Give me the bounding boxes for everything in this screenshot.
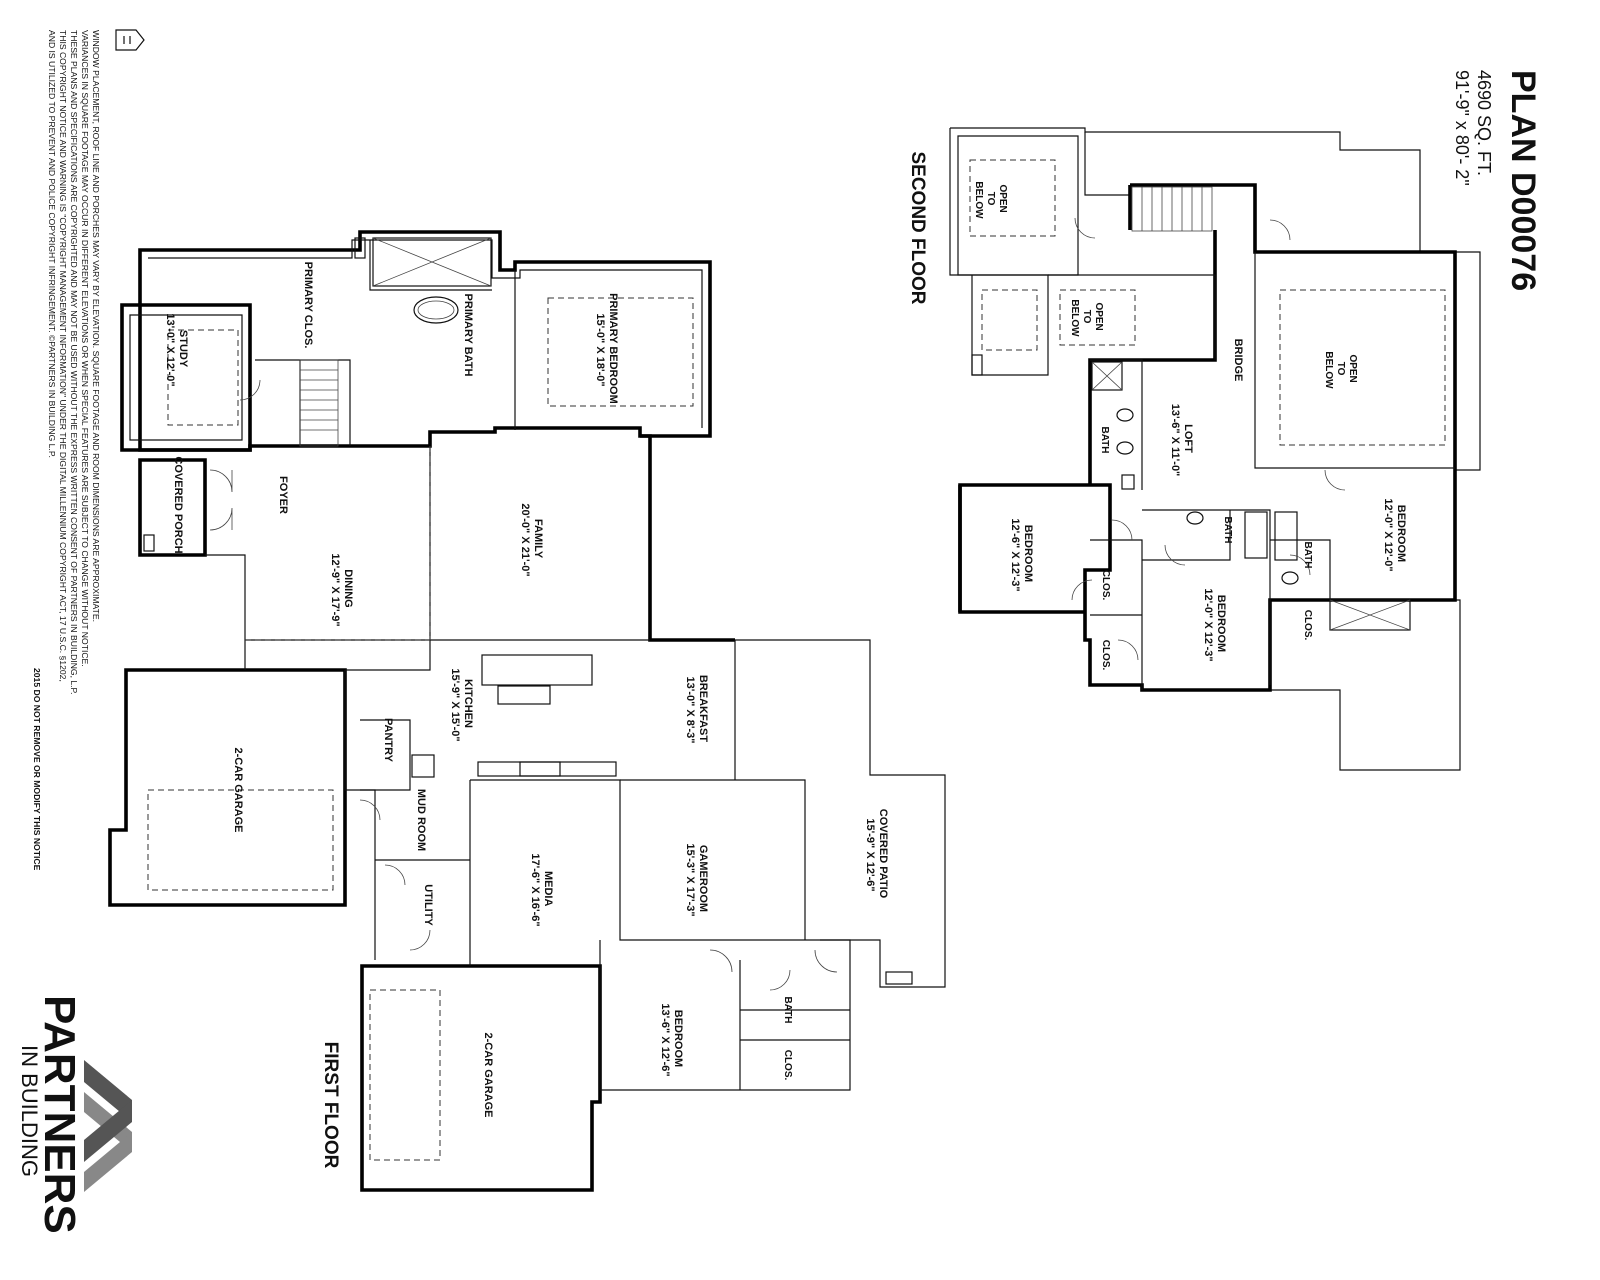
plan-title-block: PLAN D00076 4690 SQ. FT. 91'-9" x 80'- 2…	[1452, 70, 1542, 291]
room-bath-first: BATH	[782, 996, 793, 1023]
room-open-to-below-2: OPEN TO BELOW	[1069, 299, 1104, 337]
room-utility: UTILITY	[422, 884, 434, 926]
room-primary-bath: PRIMARY BATH	[462, 294, 474, 377]
notice-line-4: THIS COPYRIGHT NOTICE AND WARNING IS "CO…	[58, 30, 68, 682]
room-bath-loft: BATH	[1099, 426, 1110, 453]
second-floor-title: SECOND FLOOR	[907, 151, 928, 304]
room-closet-west-1: CLOS.	[1100, 570, 1111, 601]
room-kitchen: KITCHEN 15'-9" X 15'-0"	[449, 668, 474, 741]
second-floor-labels: OPEN TO BELOW OPEN TO BELOW OPEN TO BELO…	[907, 151, 1407, 670]
first-floor-plan	[108, 230, 946, 1192]
room-study: STUDY 13'-0" X 12'-0"	[164, 313, 189, 386]
plan-dimensions: 91'-9" x 80'- 2"	[1452, 70, 1472, 186]
room-garage-right: 2-CAR GARAGE	[482, 1033, 494, 1118]
room-gameroom: GAMEROOM 15'-3" X 17'-3"	[684, 843, 709, 916]
room-primary-closet: PRIMARY CLOS.	[302, 262, 314, 349]
notice-line-1: WINDOW PLACEMENT, ROOF LINE AND PORCHES …	[91, 30, 101, 622]
room-media: MEDIA 17'-6" X 16'-6"	[529, 853, 554, 926]
room-closet-first: CLOS.	[782, 1050, 793, 1081]
room-open-to-below-3: OPEN TO BELOW	[1323, 351, 1358, 389]
room-breakfast: BREAKFAST 13'-0" X 8'-3"	[684, 675, 709, 745]
room-covered-porch: COVERED PORCH	[172, 456, 184, 553]
room-foyer: FOYER	[277, 476, 289, 514]
room-mud-room: MUD ROOM	[415, 789, 427, 851]
copyright-notice: WINDOW PLACEMENT, ROOF LINE AND PORCHES …	[32, 30, 101, 871]
notice-line-3: THESE PLANS AND SPECIFICATIONS ARE COPYR…	[69, 30, 79, 695]
room-bedroom-middle: BEDROOM 12'-0" X 12'-3"	[1202, 588, 1227, 661]
room-bedroom-west: BEDROOM 12'-6" X 12'-3"	[1009, 518, 1034, 591]
notice-line-2: VARIANCES IN SQUARE FOOTAGE MAY OCCUR IN…	[80, 30, 90, 667]
room-bedroom-first: BEDROOM 13'-6" X 12'-6"	[659, 1003, 684, 1076]
room-bath-middle: BATH	[1222, 516, 1233, 543]
brand-logo: PARTNERS IN BUILDING	[17, 995, 132, 1234]
room-dining: DINING 12'-9" X 17'-9"	[329, 553, 354, 626]
first-floor-labels: STUDY 13'-0" X 12'-0" PRIMARY CLOS. PRIM…	[164, 262, 889, 1169]
room-bedroom-east: BEDROOM 12'-0" X 12'-0"	[1382, 498, 1407, 571]
brand-name: PARTNERS	[35, 995, 84, 1234]
room-primary-bedroom: PRIMARY BEDROOM 15'-0" X 18'-0"	[594, 293, 619, 407]
room-loft: LOFT 13'-6" X 11'-0"	[1169, 404, 1194, 477]
room-open-to-below-1: OPEN TO BELOW	[973, 181, 1008, 219]
plan-title: PLAN D00076	[1504, 70, 1542, 291]
plan-sqft: 4690 SQ. FT.	[1474, 70, 1494, 176]
brand-subtitle: IN BUILDING	[17, 1045, 42, 1177]
room-garage-left: 2-CAR GARAGE	[232, 748, 244, 833]
first-floor-title: FIRST FLOOR	[320, 1042, 341, 1169]
equal-housing-icon	[115, 29, 145, 51]
second-floor-plan	[949, 127, 1481, 771]
room-family: FAMILY 20'-0" X 21'-0"	[519, 503, 544, 576]
room-bath-east: BATH	[1302, 541, 1313, 568]
notice-line-5: AND IS UTILIZED TO PREVENT AND POLICE CO…	[47, 30, 57, 458]
room-closet-west-2: CLOS.	[1100, 640, 1111, 671]
room-closet-east: CLOS.	[1302, 610, 1313, 641]
room-pantry: PANTRY	[382, 718, 394, 763]
chevron-logo-icon	[84, 1060, 132, 1192]
room-covered-patio: COVERED PATIO 15'-9" X 12'-6"	[864, 809, 889, 902]
notice-line-6: 2015 DO NOT REMOVE OR MODIFY THIS NOTICE	[32, 668, 42, 871]
room-bridge: BRIDGE	[1232, 339, 1244, 382]
